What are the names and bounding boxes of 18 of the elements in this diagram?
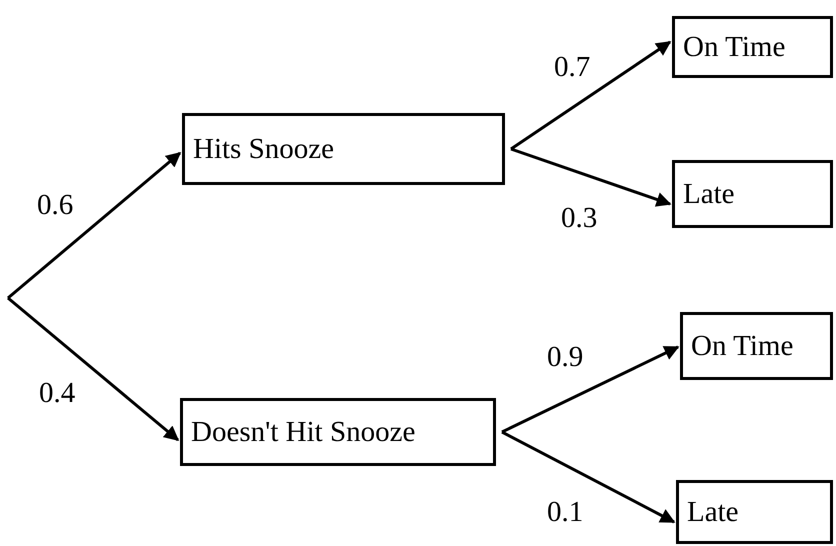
outcome-box (672, 160, 833, 228)
box-label: On Time (691, 330, 794, 362)
outcome-box (676, 480, 833, 544)
outcome-box (180, 398, 496, 466)
arrow (7, 152, 182, 300)
outcome-box (672, 16, 833, 78)
arrow (510, 148, 672, 207)
arrow (501, 430, 676, 524)
arrow (501, 346, 680, 434)
outcome-box (182, 113, 505, 185)
box-label: Late (683, 178, 735, 210)
box-label: Late (687, 496, 739, 528)
box-label: Doesn't Hit Snooze (191, 416, 416, 448)
box-label: On Time (683, 30, 786, 64)
box-label: Hits Snooze (193, 132, 334, 166)
arrow (510, 40, 672, 150)
arrow (7, 296, 180, 442)
outcome-box (680, 312, 833, 380)
